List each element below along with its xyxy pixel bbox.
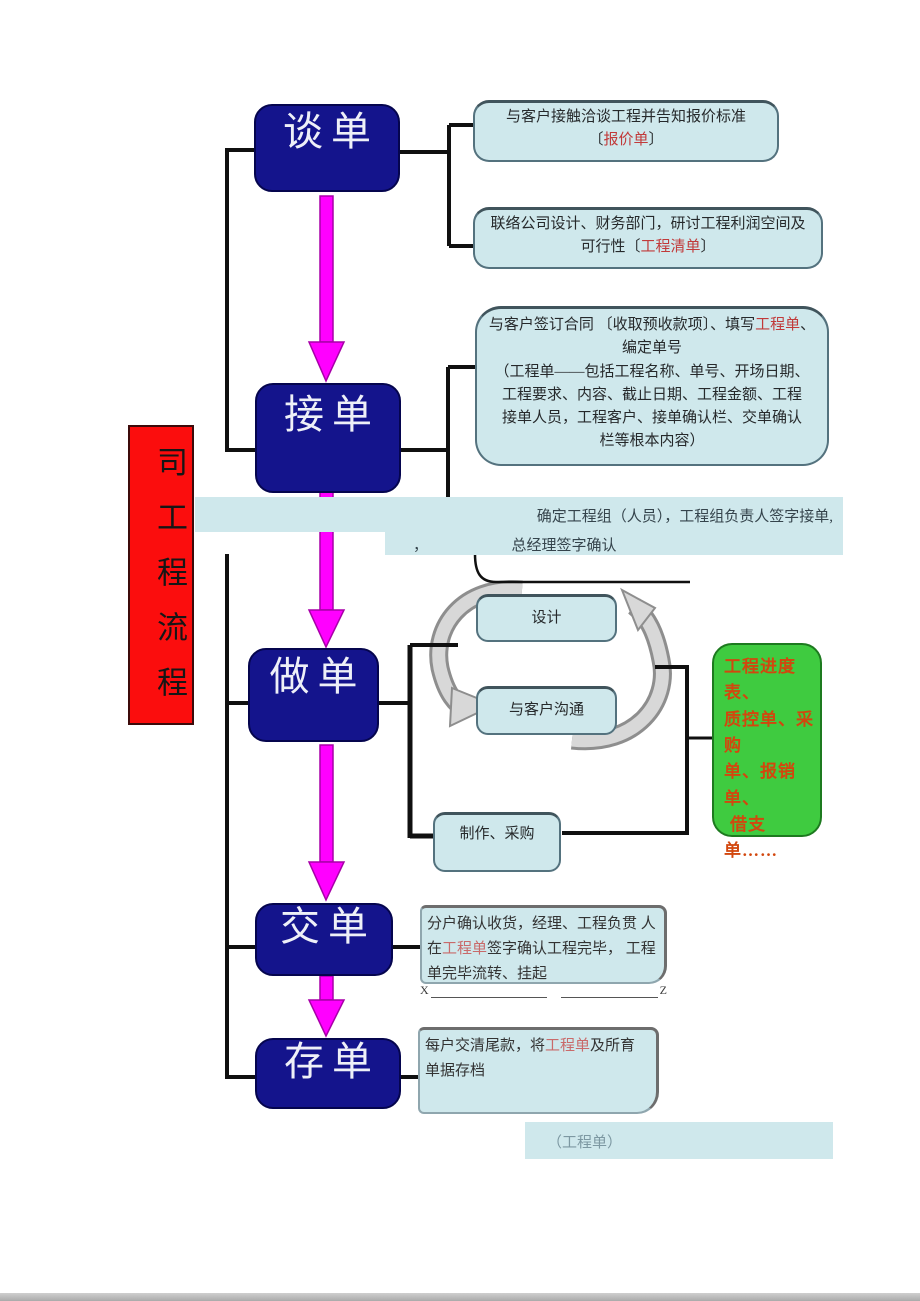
contract-line6: 栏等根本内容） (599, 433, 705, 450)
arrow-tan-to-jie (307, 195, 346, 383)
task-box-design: 设计 (476, 594, 617, 642)
contract-line4: 工程要求、内容、截止日期、工程金额、工程 (501, 386, 802, 403)
stage-label-jiedan: 接单 (284, 392, 380, 437)
forms-box: 工程进度表、 质控单、采购 单、报销单、 借支单…… (712, 643, 822, 860)
signature-x: X (420, 983, 429, 997)
stage-box-cundan: 存单 (255, 1038, 401, 1109)
contract-line1: 与客户签订合同 〔收取预收款项〕、填写工程单、 (488, 317, 816, 333)
deliver-signature-line: X Z (420, 983, 667, 998)
note-liaison-box: 联络公司设计、财务部门，研讨工程利润空间及 可行性〔工程清单〕 (473, 207, 823, 269)
note-contract-box: 与客户签订合同 〔收取预收款项〕、填写工程单、 编定单号 （工程单——包括工程名… (475, 306, 829, 466)
contract-line2: 编定单号 (621, 340, 682, 357)
arrow-zuo-to-jiao (307, 744, 346, 902)
signature-z: Z (659, 983, 667, 997)
stage-box-jiedan: 接单 (255, 383, 401, 493)
assign-strip-1: 确定工程组（人员），工程组负责人签字接单, (195, 497, 843, 532)
assign-strip-2: ， 总经理签字确认 (385, 532, 843, 555)
note-liaison-line1: 联络公司设计、财务部门，研讨工程利润空间及 (490, 216, 806, 232)
assign-strip-2-comma: ， (413, 538, 429, 554)
task-box-make-purchase: 制作、采购 (433, 812, 561, 872)
note-liaison-line2: 可行性〔工程清单〕 (580, 239, 716, 256)
contract-line5: 接单人员，工程客户、接单确认栏、交单确认 (501, 410, 802, 426)
cycle-arrow-right (570, 587, 672, 751)
forms-line1: 工程进度表、 (724, 657, 796, 703)
assign-strip-2-text: 总经理签字确认 (511, 538, 617, 554)
arrow-jiao-to-cun (307, 975, 346, 1038)
forms-line2: 质控单、采购 (724, 709, 814, 756)
task-label-make-purchase: 制作、采购 (459, 826, 535, 842)
process-title-banner: 司工程流程 (128, 425, 194, 725)
assign-strip-1-text: 确定工程组（人员），工程组负责人签字接单, (536, 509, 833, 525)
contract-line3: （工程单——包括工程名称、单号、开场日期、 (494, 363, 810, 380)
process-title-text: 司工程流程 (152, 445, 187, 721)
black-connectors (225, 123, 712, 1079)
stage-box-tandan: 谈单 (254, 104, 400, 192)
stage-label-tandan: 谈单 (283, 109, 379, 154)
stage-label-zuodan: 做单 (269, 654, 366, 699)
stage-label-jiaodan: 交单 (280, 904, 376, 949)
page-bottom-edge (0, 1293, 920, 1301)
stage-box-jiaodan: 交单 (255, 903, 393, 976)
note-quote-box: 与客户接触洽谈工程并告知报价标准 〔报价单〕 (473, 100, 779, 162)
forms-line3: 单、报销单、 (724, 762, 796, 808)
bottom-note-strip: （工程单） (525, 1122, 833, 1159)
task-label-design: 设计 (531, 609, 562, 626)
stage-box-zuodan: 做单 (248, 648, 379, 742)
stage-label-cundan: 存单 (284, 1039, 380, 1084)
note-quote-line2: 〔报价单〕 (588, 132, 664, 149)
task-box-communicate: 与客户沟通 (476, 686, 617, 735)
forms-line4: 借支单…… (724, 815, 778, 861)
note-deliver-box: 分户确认收货，经理、工程负贯 人在工程单签字确认工程完毕， 工程单完毕流转、挂起 (420, 905, 667, 984)
task-label-communicate: 与客户沟通 (508, 702, 584, 719)
note-archive-box: 每户交清尾款，将工程单及所育单据存档 (418, 1027, 659, 1114)
note-quote-line1: 与客户接触洽谈工程并告知报价标准 (505, 109, 746, 125)
bottom-note-text: （工程单） (547, 1135, 623, 1151)
